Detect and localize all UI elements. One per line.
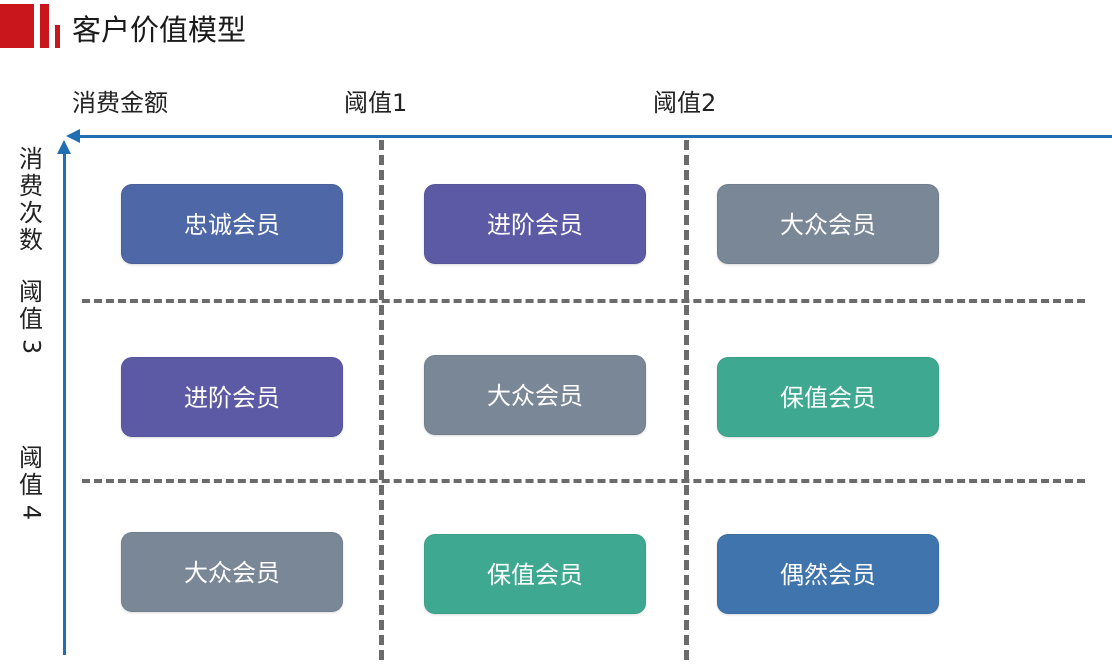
threshold-3-divider <box>82 299 1085 303</box>
x-axis-label: 消费金额 <box>72 89 168 117</box>
y-threshold-4-label: 阈值 4 <box>16 445 46 526</box>
threshold-4-divider <box>82 479 1085 483</box>
segment-cell-r1c2: 进阶会员 <box>424 184 646 264</box>
y-threshold-3-label: 阈值 3 <box>16 279 46 360</box>
segment-cell-r2c3: 保值会员 <box>717 357 939 437</box>
x-threshold-1-label: 阈值1 <box>344 89 408 117</box>
page-title: 客户价值模型 <box>72 13 247 47</box>
segment-cell-r1c1: 忠诚会员 <box>121 184 343 264</box>
segment-cell-r2c1: 进阶会员 <box>121 357 343 437</box>
title-accent-bar-small <box>55 25 60 48</box>
threshold-1-divider <box>379 140 384 660</box>
title-accent-bar-large <box>0 4 34 48</box>
segment-cell-r2c2: 大众会员 <box>424 355 646 435</box>
x-axis-arrow-icon <box>66 129 80 143</box>
y-threshold-3-text: 阈值 <box>19 278 43 333</box>
y-axis-label: 消费次数 <box>19 145 43 254</box>
segment-cell-r3c2: 保值会员 <box>424 534 646 614</box>
threshold-2-divider <box>684 140 689 660</box>
y-axis-line <box>63 150 66 655</box>
segment-cell-r1c3: 大众会员 <box>717 184 939 264</box>
y-threshold-3-number: 3 <box>17 338 46 355</box>
x-axis-line <box>74 135 1112 138</box>
x-threshold-2-label: 阈值2 <box>653 89 717 117</box>
segment-cell-r3c1: 大众会员 <box>121 532 343 612</box>
y-axis-arrow-icon <box>57 140 71 154</box>
segment-cell-r3c3: 偶然会员 <box>717 534 939 614</box>
title-accent-bar-medium <box>40 4 49 48</box>
y-threshold-4-text: 阈值 <box>19 444 43 499</box>
y-threshold-4-number: 4 <box>17 504 46 521</box>
